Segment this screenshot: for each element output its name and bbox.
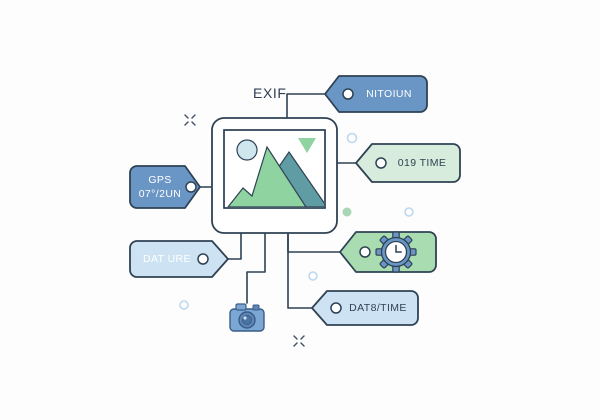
tag-dat-ure-hole [197, 253, 209, 265]
decor-sparkles [184, 114, 305, 347]
decor-dot [404, 207, 414, 217]
tag-019-time-shape [355, 143, 461, 183]
green-mountain [227, 145, 307, 207]
decor-dots [179, 132, 414, 310]
connector-to-dat8-time [287, 232, 313, 309]
photo-frame-group[interactable] [211, 117, 338, 234]
gear-clock-icon [375, 231, 417, 273]
tag-gps-hole [185, 181, 197, 193]
decor-dot [179, 300, 189, 310]
sun-circle [236, 139, 258, 161]
sparkle-icon [293, 335, 305, 347]
decor-dot [308, 271, 318, 281]
photo-frame-inner-stroke [223, 129, 326, 209]
connector-to-dat-ure [227, 232, 242, 260]
connector-to-gear [287, 232, 341, 253]
tag-dat-ure[interactable] [129, 240, 229, 278]
connector-lines [199, 93, 357, 309]
decor-dot [342, 207, 352, 217]
tag-gps-shape [129, 165, 201, 209]
tag-gear-clock-hole [359, 246, 371, 258]
connector-to-nitoiun [286, 93, 326, 119]
decor-dot [346, 132, 358, 144]
tag-nitoiun[interactable] [324, 75, 428, 113]
camera-icon[interactable] [229, 303, 265, 332]
sparkle-icon [184, 114, 196, 126]
tag-nitoiun-shape [324, 75, 428, 113]
tag-nitoiun-hole [342, 88, 354, 100]
connector-to-camera [246, 232, 266, 304]
tag-gear-clock[interactable] [339, 231, 437, 273]
tag-dat8-time[interactable] [311, 290, 419, 326]
tag-dat8-time-hole [330, 302, 342, 314]
tag-019-time-hole [375, 157, 387, 169]
tag-gps[interactable] [129, 165, 201, 209]
green-triangle [298, 138, 316, 153]
tag-dat-ure-shape [129, 240, 229, 278]
tag-dat8-time-shape [311, 290, 419, 326]
tag-019-time[interactable] [355, 143, 461, 183]
